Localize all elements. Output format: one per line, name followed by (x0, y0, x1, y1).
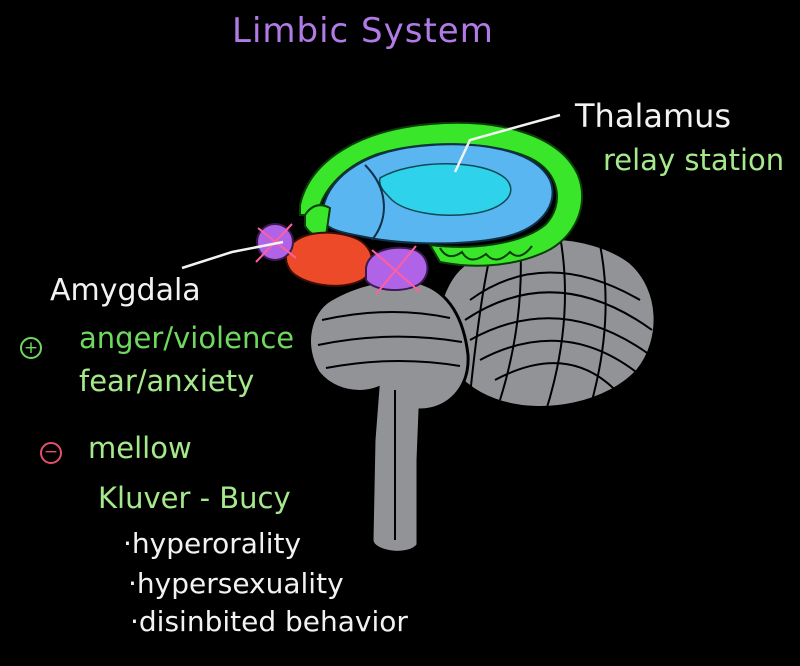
diagram-title: Limbic System (232, 11, 494, 51)
thalamus-role-label: relay station (603, 143, 785, 177)
plus-circle-icon: + (20, 337, 42, 359)
syndrome-feature-item: ·hyperorality (123, 527, 302, 560)
thalamus-label-line (453, 113, 561, 173)
positive-effect-item: anger/violence (79, 321, 295, 355)
amygdala-label-line (181, 240, 284, 270)
minus-circle-icon: − (40, 442, 62, 464)
positive-effect-item: fear/anxiety (79, 364, 255, 398)
lesion-sites (255, 223, 429, 295)
thalamus-region (304, 143, 554, 245)
amygdala-label: Amygdala (50, 273, 201, 308)
negative-effect-item: mellow (88, 431, 192, 465)
brainstem (308, 278, 470, 554)
syndrome-feature-item: ·hypersexuality (128, 567, 344, 600)
syndrome-feature-item: ·disinbited behavior (130, 605, 408, 638)
thalamus-label: Thalamus (575, 97, 732, 135)
cerebellum (436, 235, 657, 415)
amygdala-shape (284, 231, 374, 287)
syndrome-label: Kluver - Bucy (98, 481, 291, 515)
